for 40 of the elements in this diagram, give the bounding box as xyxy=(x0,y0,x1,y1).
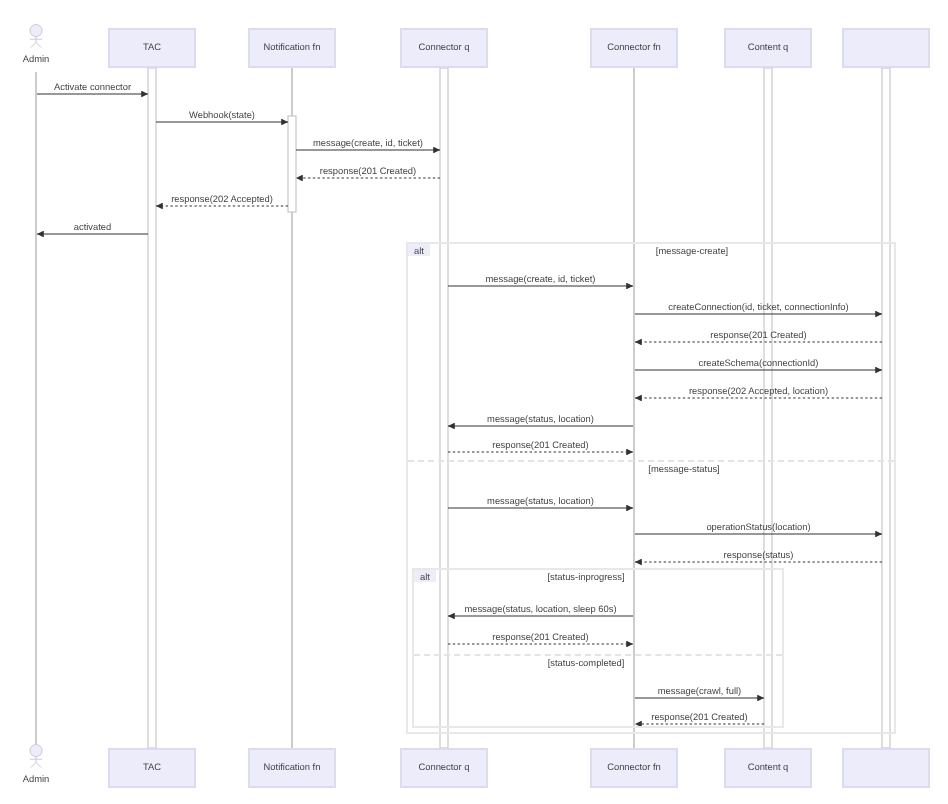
dashed-arrow xyxy=(447,448,634,456)
arrow xyxy=(36,90,149,98)
dashed-arrow xyxy=(295,174,441,182)
lifeline xyxy=(147,67,157,749)
lifeline xyxy=(881,67,891,749)
arrow xyxy=(634,694,765,702)
participant-box xyxy=(248,748,336,788)
arrow xyxy=(447,612,634,620)
arrow xyxy=(634,310,883,318)
participant-box xyxy=(248,28,336,68)
participant-box xyxy=(842,748,930,788)
dashed-arrow xyxy=(634,558,883,566)
dashed-arrow xyxy=(634,720,765,728)
arrow xyxy=(447,282,634,290)
arrow xyxy=(447,504,634,512)
participant-box xyxy=(108,748,196,788)
participant-box xyxy=(590,748,678,788)
lifeline xyxy=(633,68,635,748)
lifeline xyxy=(35,72,37,744)
dashed-arrow xyxy=(155,202,289,210)
participant-box xyxy=(400,28,488,68)
dashed-arrow xyxy=(634,338,883,346)
dashed-arrow xyxy=(634,394,883,402)
alt-frame xyxy=(406,242,896,734)
alt-frame xyxy=(412,568,784,728)
participant-box xyxy=(400,748,488,788)
participant-box xyxy=(842,28,930,68)
arrow xyxy=(36,230,149,238)
participant-box xyxy=(590,28,678,68)
participant-box xyxy=(724,28,812,68)
dashed-arrow xyxy=(447,640,634,648)
arrow xyxy=(447,422,634,430)
arrow xyxy=(155,118,289,126)
lifeline xyxy=(287,68,297,748)
lifeline xyxy=(439,67,449,749)
arrow xyxy=(295,146,441,154)
participant-box xyxy=(108,28,196,68)
arrow xyxy=(634,366,883,374)
arrow xyxy=(634,530,883,538)
participant-box xyxy=(724,748,812,788)
